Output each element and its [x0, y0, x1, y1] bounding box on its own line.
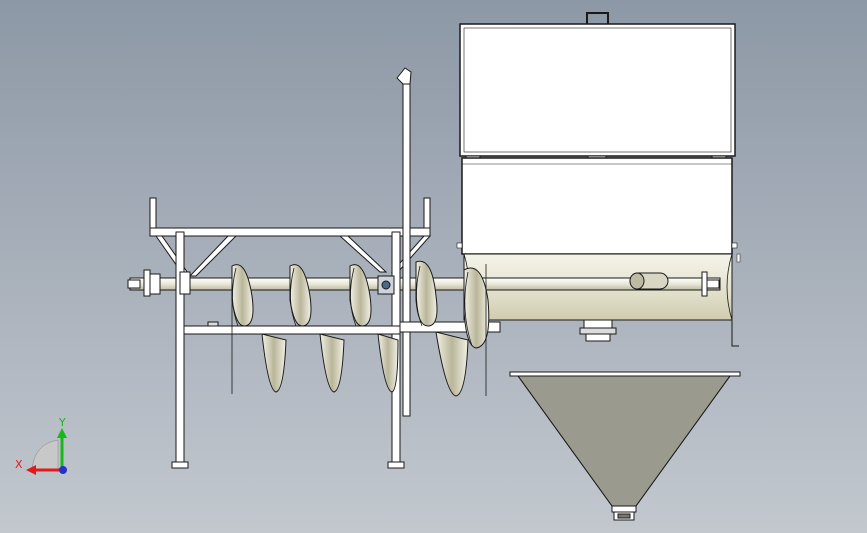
z-axis-dot: [59, 466, 67, 474]
triad-view-cone: [31, 439, 59, 471]
coordinate-triad[interactable]: Y X: [15, 416, 67, 475]
screw-flights-upper: [231, 260, 490, 349]
screw-flight-edges: [231, 264, 487, 396]
cone-hopper: [509, 371, 741, 521]
triad-y-label: Y: [58, 416, 66, 429]
upper-hopper-box: [456, 12, 738, 255]
triad-x-label: X: [15, 458, 23, 471]
screw-flights-lower: [261, 331, 469, 397]
